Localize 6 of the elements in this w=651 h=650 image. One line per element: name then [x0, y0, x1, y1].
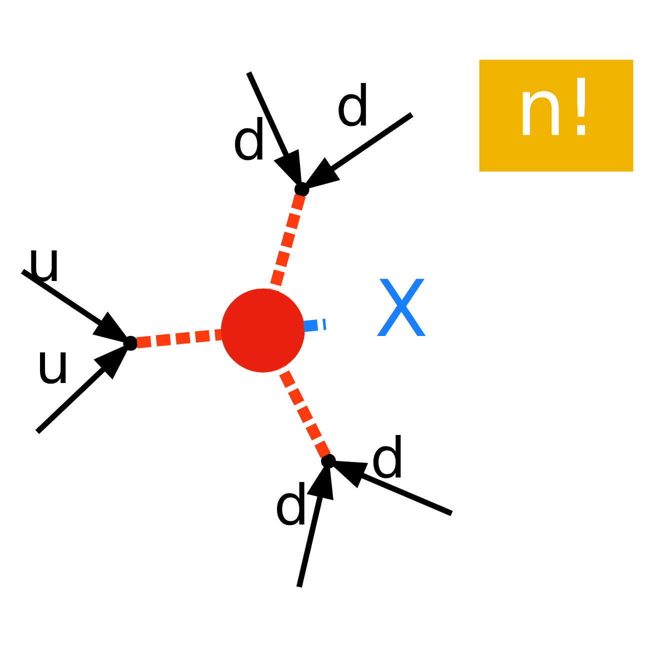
- edge-label: d: [335, 74, 371, 139]
- edge-label: d: [370, 426, 406, 491]
- edge-label: d: [274, 472, 310, 538]
- edge-label: d: [232, 108, 268, 173]
- edge-label: u: [35, 332, 71, 397]
- node-text: X: [374, 263, 428, 354]
